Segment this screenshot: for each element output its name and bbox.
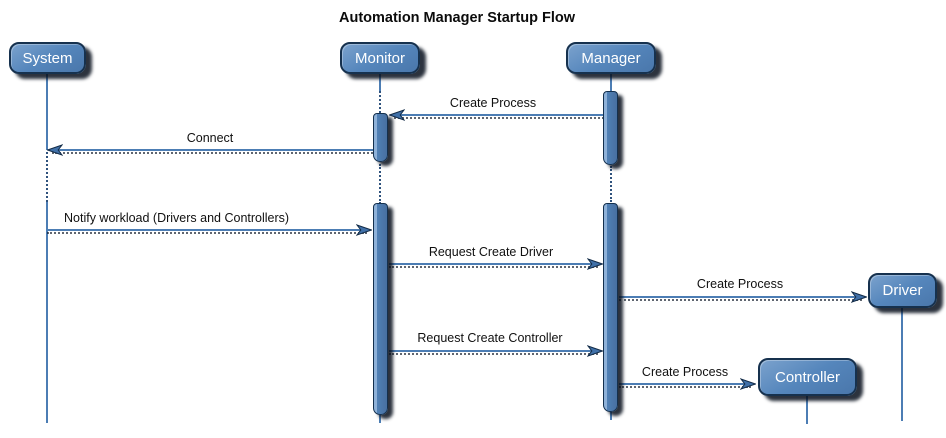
line-shadow (619, 299, 862, 301)
line-shadow (47, 232, 367, 234)
lifeline-system-dotted (46, 152, 48, 202)
message-label-create-process-controller: Create Process (641, 365, 729, 379)
actor-label: System (22, 49, 73, 67)
message-label-request-create-controller: Request Create Controller (417, 331, 563, 345)
message-line-create-process-driver (619, 296, 862, 301)
arrowhead-right-icon (740, 378, 756, 390)
line-stroke (52, 149, 373, 151)
actor-box-monitor: Monitor (340, 42, 420, 74)
line-stroke (619, 383, 751, 385)
message-label-create-process-driver: Create Process (696, 277, 784, 291)
arrowhead-right-icon (587, 258, 603, 270)
actor-label: Monitor (354, 49, 406, 67)
lifeline-manager-solid (610, 74, 612, 91)
activation-monitor-2 (373, 203, 388, 415)
lifeline-monitor-dotted-1 (379, 91, 381, 113)
lifeline-system-solid-top (46, 74, 48, 150)
line-shadow (619, 386, 751, 388)
line-stroke (619, 296, 862, 298)
line-shadow (389, 266, 598, 268)
line-stroke (394, 114, 604, 116)
actor-label: Controller (774, 368, 841, 386)
actor-label: Manager (581, 49, 641, 67)
lifeline-system-solid-bottom (46, 202, 48, 423)
lifeline-manager-stub (610, 412, 612, 420)
lifeline-driver (901, 308, 903, 421)
lifeline-monitor-solid (379, 74, 381, 91)
line-stroke (389, 263, 598, 265)
arrowhead-right-icon (356, 224, 372, 236)
line-stroke (47, 229, 367, 231)
actor-box-driver: Driver (868, 273, 937, 308)
line-shadow (52, 152, 373, 154)
arrowhead-right-icon (851, 291, 867, 303)
lifeline-monitor-stub (379, 415, 381, 423)
lifeline-manager-dotted (610, 166, 612, 202)
message-label-create-process-1: Create Process (449, 96, 537, 110)
message-line-create-process-controller (619, 383, 751, 388)
activation-monitor-1 (373, 113, 388, 162)
message-label-request-create-driver: Request Create Driver (428, 245, 554, 259)
line-stroke (389, 350, 598, 352)
line-shadow (394, 117, 604, 119)
message-line-create-process-1 (394, 114, 604, 119)
lifeline-monitor-dotted-2 (379, 164, 381, 204)
line-shadow (389, 353, 598, 355)
message-label-notify-workload: Notify workload (Drivers and Controllers… (64, 211, 290, 225)
activation-manager-2 (603, 203, 618, 412)
actor-box-system: System (9, 42, 86, 74)
message-label-connect: Connect (186, 131, 234, 145)
message-line-request-create-controller (389, 350, 598, 355)
message-line-notify-workload (47, 229, 367, 234)
arrowhead-left-icon (389, 109, 405, 121)
lifeline-controller (806, 396, 808, 424)
message-line-connect (52, 149, 373, 154)
arrowhead-right-icon (587, 345, 603, 357)
actor-label: Driver (882, 282, 923, 299)
message-line-request-create-driver (389, 263, 598, 268)
arrowhead-left-icon (47, 144, 63, 156)
actor-box-controller: Controller (758, 358, 857, 396)
diagram-title: Automation Manager Startup Flow (338, 10, 576, 26)
actor-box-manager: Manager (566, 42, 656, 74)
activation-manager-1 (603, 91, 618, 165)
